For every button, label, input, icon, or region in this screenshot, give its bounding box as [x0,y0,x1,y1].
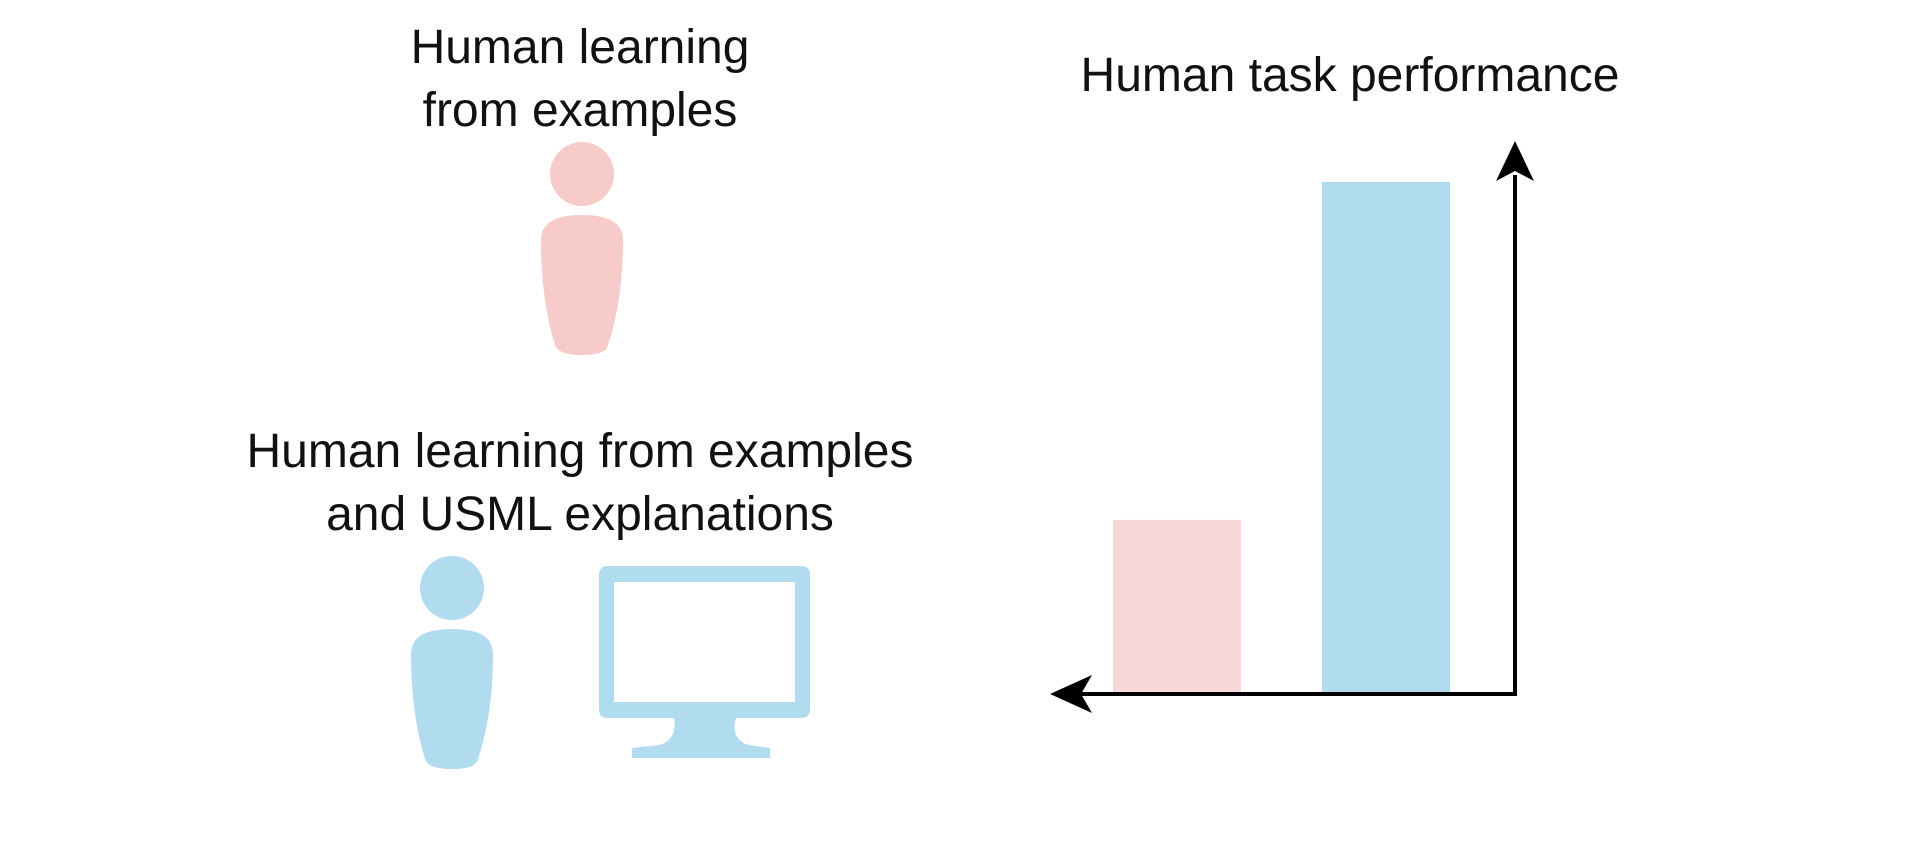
person-body [411,629,493,769]
person-icon [541,142,623,355]
monitor-stand [632,718,770,758]
usml-group-label-line-2: and USML explanations [326,488,834,541]
performance-chart [1050,141,1534,713]
bar-2 [1322,181,1450,695]
person-icon [411,556,493,769]
examples-group-label: Human learning from examples [325,16,835,142]
chart-bars [1113,181,1450,695]
y-axis-arrowhead [1496,141,1534,181]
person-head [550,142,614,206]
examples-group-label-line-1: Human learning [410,21,750,74]
usml-group-label: Human learning from examples and USML ex… [180,420,980,546]
x-axis-arrowhead [1050,675,1092,713]
examples-group-label-line-2: from examples [422,84,738,137]
monitor-screen [599,566,810,718]
person-head [420,556,484,620]
usml-group-label-line-1: Human learning from examples [246,425,914,478]
bar-1 [1113,519,1241,694]
person-body [541,215,623,355]
computer-monitor-icon [599,566,810,758]
chart-title: Human task performance [1080,49,1620,102]
